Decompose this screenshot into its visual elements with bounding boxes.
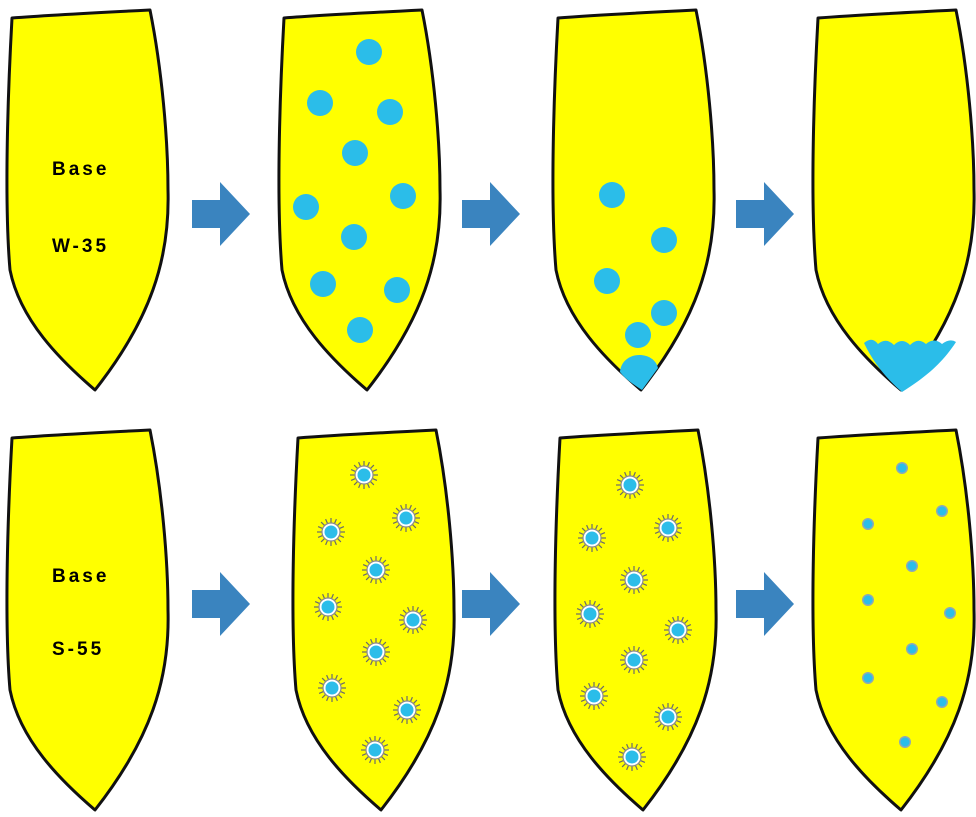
droplet	[341, 224, 367, 250]
vial-w35-settling	[553, 10, 714, 390]
small-coated-droplet	[899, 736, 911, 748]
coated-droplet	[314, 593, 342, 621]
coated-droplet	[620, 566, 648, 594]
small-coated-droplet	[906, 643, 918, 655]
vial-body	[813, 430, 974, 810]
coated-droplet	[392, 504, 420, 532]
vial-s55-dispersed-stable	[555, 430, 716, 810]
coated-droplet	[578, 524, 606, 552]
small-coated-droplet	[906, 560, 918, 572]
small-coated-droplet	[936, 505, 948, 517]
row-label-line2: S-55	[52, 639, 104, 660]
small-coated-droplet	[862, 672, 874, 684]
droplet	[310, 271, 336, 297]
arrow-right-icon	[462, 572, 520, 636]
droplet	[342, 140, 368, 166]
droplet	[377, 99, 403, 125]
small-coated-droplet	[896, 462, 908, 474]
droplet	[293, 194, 319, 220]
row-label-line2: W-35	[52, 236, 109, 257]
coated-droplet	[664, 616, 692, 644]
vial-body	[7, 430, 168, 810]
coated-droplet	[362, 556, 390, 584]
droplet-merged	[620, 355, 658, 390]
row-label-line1: Base	[52, 159, 109, 180]
vial-body	[813, 10, 974, 390]
coated-droplet	[361, 736, 389, 764]
small-coated-droplet	[936, 696, 948, 708]
coated-droplet	[399, 606, 427, 634]
coated-droplet	[616, 471, 644, 499]
coated-droplet	[317, 518, 345, 546]
vial-w35-separated	[813, 10, 974, 392]
vial-s55-dispersed	[293, 430, 454, 810]
droplet	[390, 183, 416, 209]
droplet	[347, 317, 373, 343]
arrow-right-icon	[462, 182, 520, 246]
droplet	[384, 277, 410, 303]
vial-w35-empty: Base W-35	[7, 10, 168, 390]
coated-droplet	[654, 703, 682, 731]
droplet	[651, 300, 677, 326]
arrow-right-icon	[192, 182, 250, 246]
droplet	[625, 322, 651, 348]
coated-droplet	[620, 646, 648, 674]
coated-droplet	[576, 600, 604, 628]
row-label-line1: Base	[52, 566, 109, 587]
arrow-right-icon	[736, 572, 794, 636]
vial-s55-small-dispersed	[813, 430, 974, 810]
droplet	[307, 90, 333, 116]
arrow-right-icon	[192, 572, 250, 636]
coated-droplet	[350, 461, 378, 489]
droplet	[594, 268, 620, 294]
vial-w35-dispersed	[279, 10, 440, 390]
small-coated-droplet	[862, 518, 874, 530]
arrow-right-icon	[736, 182, 794, 246]
small-coated-droplet	[944, 607, 956, 619]
small-coated-droplet	[862, 594, 874, 606]
coated-droplet	[580, 682, 608, 710]
coated-droplet	[393, 696, 421, 724]
coated-droplet	[318, 674, 346, 702]
vial-s55-empty: Base S-55	[7, 430, 168, 810]
coated-droplet	[654, 514, 682, 542]
row-w35: Base W-35	[7, 10, 974, 392]
coalesced-water-layer	[864, 340, 956, 392]
vial-body	[7, 10, 168, 390]
droplet	[651, 227, 677, 253]
droplet	[599, 182, 625, 208]
coated-droplet	[362, 638, 390, 666]
coated-droplet	[618, 743, 646, 771]
row-s55: Base S-55	[7, 430, 974, 810]
droplet	[356, 39, 382, 65]
